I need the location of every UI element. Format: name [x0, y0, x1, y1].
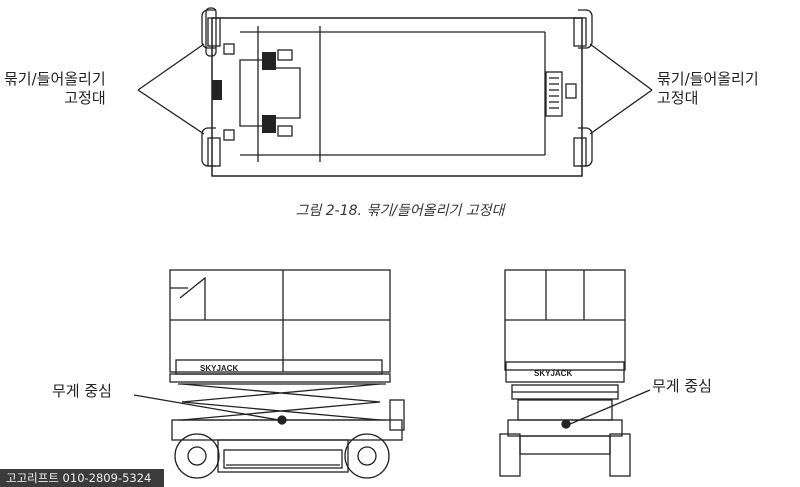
- top-leader-lines: [137, 43, 653, 135]
- tie-down-label-left: 묶기/들어올리기 고정대: [4, 70, 106, 108]
- figure-caption: 그림 2-18. 묶기/들어올리기 고정대: [295, 203, 505, 219]
- tie-down-label-right: 묶기/들어올리기 고정대: [657, 70, 759, 108]
- tie-down-label-left-line1: 묶기/들어올리기: [4, 70, 106, 88]
- tie-down-label-right-line2: 고정대: [657, 89, 699, 107]
- watermark: 고고리프트 010-2809-5324: [0, 469, 164, 487]
- lift-top-view: [201, 7, 593, 177]
- center-of-gravity-label-left: 무게 중심: [52, 382, 112, 400]
- lift-front-view: SKYJACK: [499, 269, 631, 477]
- tie-down-label-right-line1: 묶기/들어올리기: [657, 70, 759, 88]
- side-logo: SKYJACK: [200, 364, 238, 373]
- bottom-leader-lines: [133, 389, 651, 425]
- center-of-gravity-label-right: 무게 중심: [652, 377, 712, 395]
- tie-down-label-left-line2: 고정대: [64, 89, 106, 107]
- front-logo: SKYJACK: [534, 369, 572, 378]
- lift-side-view: SKYJACK: [169, 269, 405, 479]
